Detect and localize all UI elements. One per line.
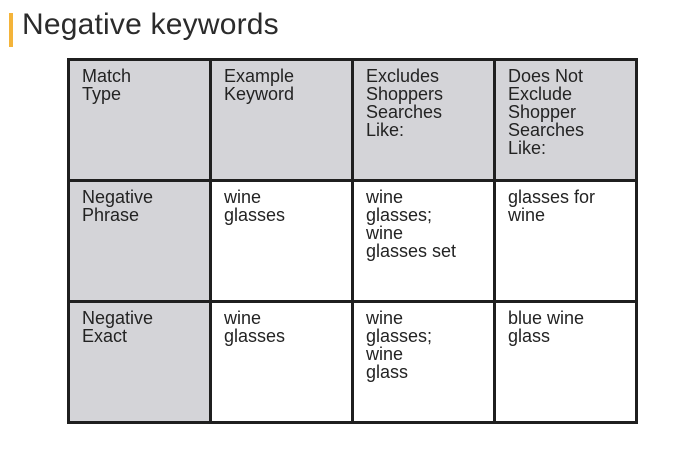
cell-does-not-exclude: blue wine glass bbox=[493, 300, 638, 424]
header-text-line: Keyword bbox=[224, 84, 295, 104]
cell-match-type: Negative Exact bbox=[67, 300, 212, 424]
cell-text-line: Exact bbox=[82, 326, 128, 346]
header-text-line: Shoppers bbox=[366, 84, 444, 104]
header-does-not-exclude: Does Not Exclude Shopper Searches Like: bbox=[493, 58, 638, 182]
header-text-line: Excludes bbox=[366, 66, 440, 86]
header-example-keyword: Example Keyword bbox=[209, 58, 354, 182]
cell-example-keyword: wine glasses bbox=[209, 179, 354, 303]
cell-example-keyword: wine glasses bbox=[209, 300, 354, 424]
cell-excludes: wine glasses; wine glass bbox=[351, 300, 496, 424]
cell-text-line: blue wine bbox=[508, 308, 585, 328]
cell-does-not-exclude: glasses for wine bbox=[493, 179, 638, 303]
cell-text-line: glasses for bbox=[508, 187, 596, 207]
cell-text-line: glasses; bbox=[366, 326, 433, 346]
cell-text-line: wine bbox=[366, 187, 404, 207]
cell-text-line: wine bbox=[508, 205, 546, 225]
header-excludes: Excludes Shoppers Searches Like: bbox=[351, 58, 496, 182]
cell-text-line: glasses bbox=[224, 205, 286, 225]
cell-text-line: glass bbox=[508, 326, 551, 346]
cell-text-line: wine bbox=[224, 187, 262, 207]
header-text-line: Example bbox=[224, 66, 295, 86]
cell-text-line: wine bbox=[224, 308, 262, 328]
cell-text-line: wine bbox=[366, 223, 404, 243]
page-title: Negative keywords bbox=[22, 8, 279, 41]
cell-text-line: Phrase bbox=[82, 205, 140, 225]
header-text-line: Does Not bbox=[508, 66, 584, 86]
header-text-line: Like: bbox=[508, 138, 547, 158]
header-text-line: Searches bbox=[508, 120, 585, 140]
cell-text-line: glasses; bbox=[366, 205, 433, 225]
header-match-type: Match Type bbox=[67, 58, 212, 182]
cell-text-line: wine bbox=[366, 308, 404, 328]
cell-text-line: Negative bbox=[82, 187, 154, 207]
cell-text-line: glasses set bbox=[366, 241, 457, 261]
cell-excludes: wine glasses; wine glasses set bbox=[351, 179, 496, 303]
header-text-line: Like: bbox=[366, 120, 405, 140]
table-row-negative-phrase: Negative Phrase wine glasses wine glasse… bbox=[67, 179, 638, 303]
title-accent-bar bbox=[9, 13, 13, 47]
cell-text-line: Negative bbox=[82, 308, 154, 328]
cell-text-line: wine bbox=[366, 344, 404, 364]
cell-text-line: glasses bbox=[224, 326, 286, 346]
header-text-line: Exclude bbox=[508, 84, 573, 104]
header-text-line: Match bbox=[82, 66, 132, 86]
table-row-negative-exact: Negative Exact wine glasses wine glasses… bbox=[67, 300, 638, 424]
cell-text-line: glass bbox=[366, 362, 409, 382]
header-text-line: Shopper bbox=[508, 102, 577, 122]
header-text-line: Type bbox=[82, 84, 122, 104]
table-header-row: Match Type Example Keyword Excludes Shop… bbox=[67, 58, 638, 182]
negative-keywords-table: Match Type Example Keyword Excludes Shop… bbox=[67, 58, 638, 424]
cell-match-type: Negative Phrase bbox=[67, 179, 212, 303]
header-text-line: Searches bbox=[366, 102, 443, 122]
